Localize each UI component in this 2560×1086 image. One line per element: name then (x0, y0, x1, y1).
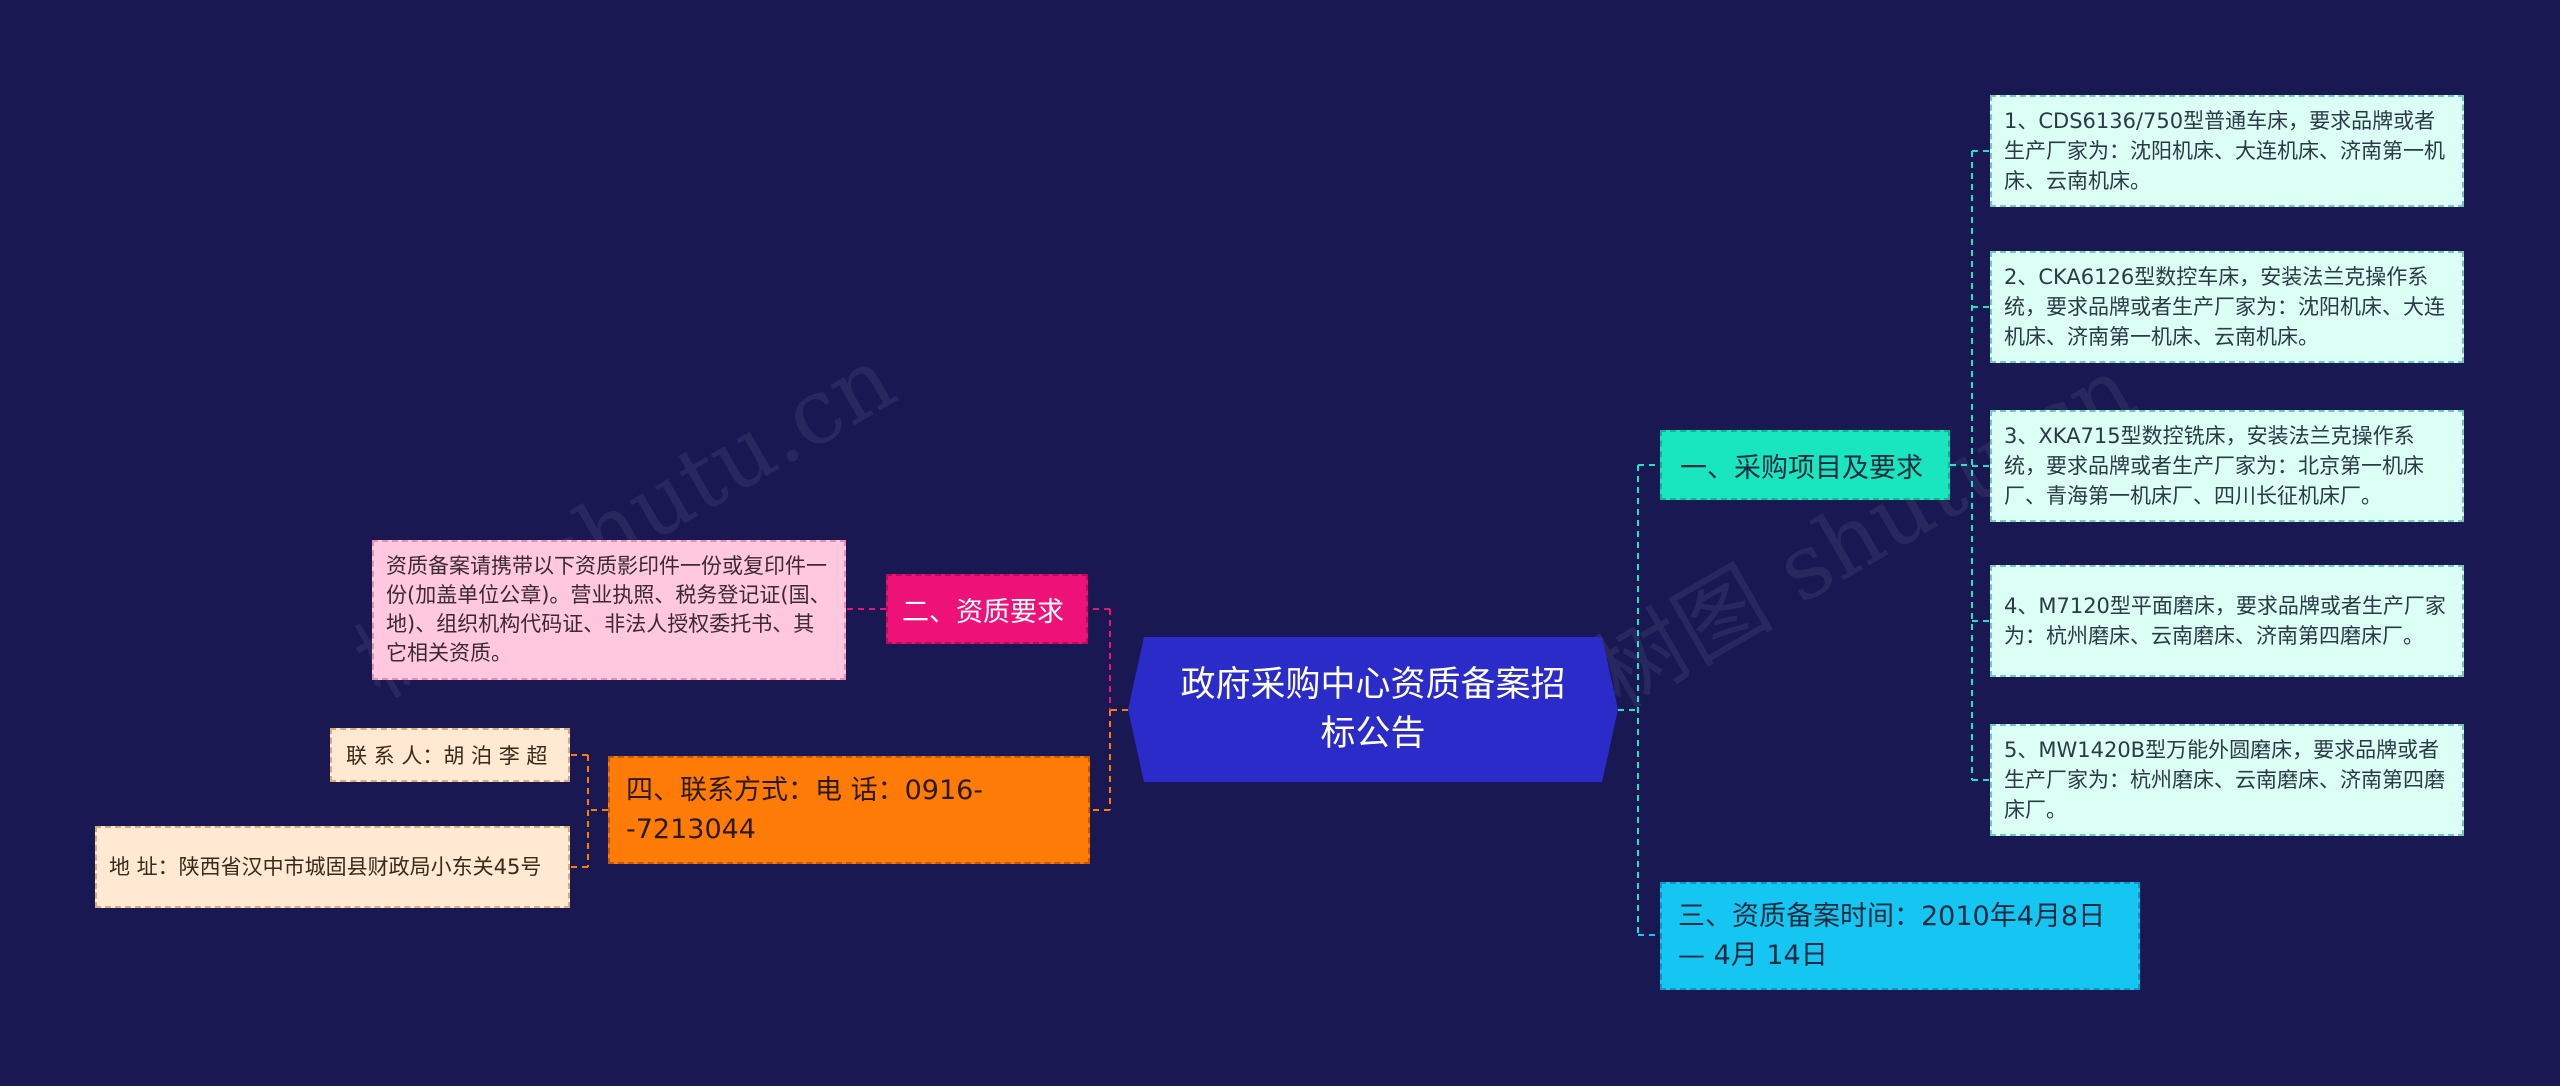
leaf-item-4[interactable]: 4、M7120型平面磨床，要求品牌或者生产厂家为：杭州磨床、云南磨床、济南第四磨… (1990, 565, 2464, 677)
branch-label: 二、资质要求 (902, 596, 1064, 628)
branch-contact-info[interactable]: 四、联系方式：电 话：0916--7213044 (608, 756, 1090, 864)
leaf-item-1[interactable]: 1、CDS6136/750型普通车床，要求品牌或者生产厂家为：沈阳机床、大连机床… (1990, 95, 2464, 207)
leaf-text: 联 系 人：胡 泊 李 超 (346, 744, 548, 768)
leaf-text: 资质备案请携带以下资质影印件一份或复印件一份(加盖单位公章)。营业执照、税务登记… (386, 554, 831, 665)
branch-qualification-requirements[interactable]: 二、资质要求 (886, 574, 1088, 644)
leaf-item-3[interactable]: 3、XKA715型数控铣床，安装法兰克操作系统，要求品牌或者生产厂家为：北京第一… (1990, 410, 2464, 522)
leaf-text: 5、MW1420B型万能外圆磨床，要求品牌或者生产厂家为：杭州磨床、云南磨床、济… (2004, 738, 2445, 822)
leaf-item-2[interactable]: 2、CKA6126型数控车床，安装法兰克操作系统，要求品牌或者生产厂家为：沈阳机… (1990, 251, 2464, 363)
branch-filing-time[interactable]: 三、资质备案时间：2010年4月8日— 4月 14日 (1660, 882, 2140, 990)
leaf-text: 4、M7120型平面磨床，要求品牌或者生产厂家为：杭州磨床、云南磨床、济南第四磨… (2004, 594, 2446, 648)
leaf-text: 1、CDS6136/750型普通车床，要求品牌或者生产厂家为：沈阳机床、大连机床… (2004, 109, 2445, 193)
leaf-text: 地 址：陕西省汉中市城固县财政局小东关45号 (109, 854, 542, 879)
root-topic[interactable]: 政府采购中心资质备案招标公告 (1128, 637, 1618, 782)
branch-label: 四、联系方式：电 话：0916--7213044 (626, 775, 984, 845)
leaf-text: 2、CKA6126型数控车床，安装法兰克操作系统，要求品牌或者生产厂家为：沈阳机… (2004, 265, 2445, 349)
leaf-qualification-details[interactable]: 资质备案请携带以下资质影印件一份或复印件一份(加盖单位公章)。营业执照、税务登记… (372, 540, 846, 680)
leaf-text: 3、XKA715型数控铣床，安装法兰克操作系统，要求品牌或者生产厂家为：北京第一… (2004, 424, 2424, 508)
leaf-contact-person[interactable]: 联 系 人：胡 泊 李 超 (330, 728, 570, 782)
branch-label: 一、采购项目及要求 (1680, 452, 1923, 484)
root-topic-label: 政府采购中心资质备案招标公告 (1180, 664, 1566, 754)
leaf-address[interactable]: 地 址：陕西省汉中市城固县财政局小东关45号 (95, 826, 570, 908)
leaf-item-5[interactable]: 5、MW1420B型万能外圆磨床，要求品牌或者生产厂家为：杭州磨床、云南磨床、济… (1990, 724, 2464, 836)
branch-procurement-items[interactable]: 一、采购项目及要求 (1660, 430, 1950, 500)
branch-label: 三、资质备案时间：2010年4月8日— 4月 14日 (1678, 901, 2106, 971)
